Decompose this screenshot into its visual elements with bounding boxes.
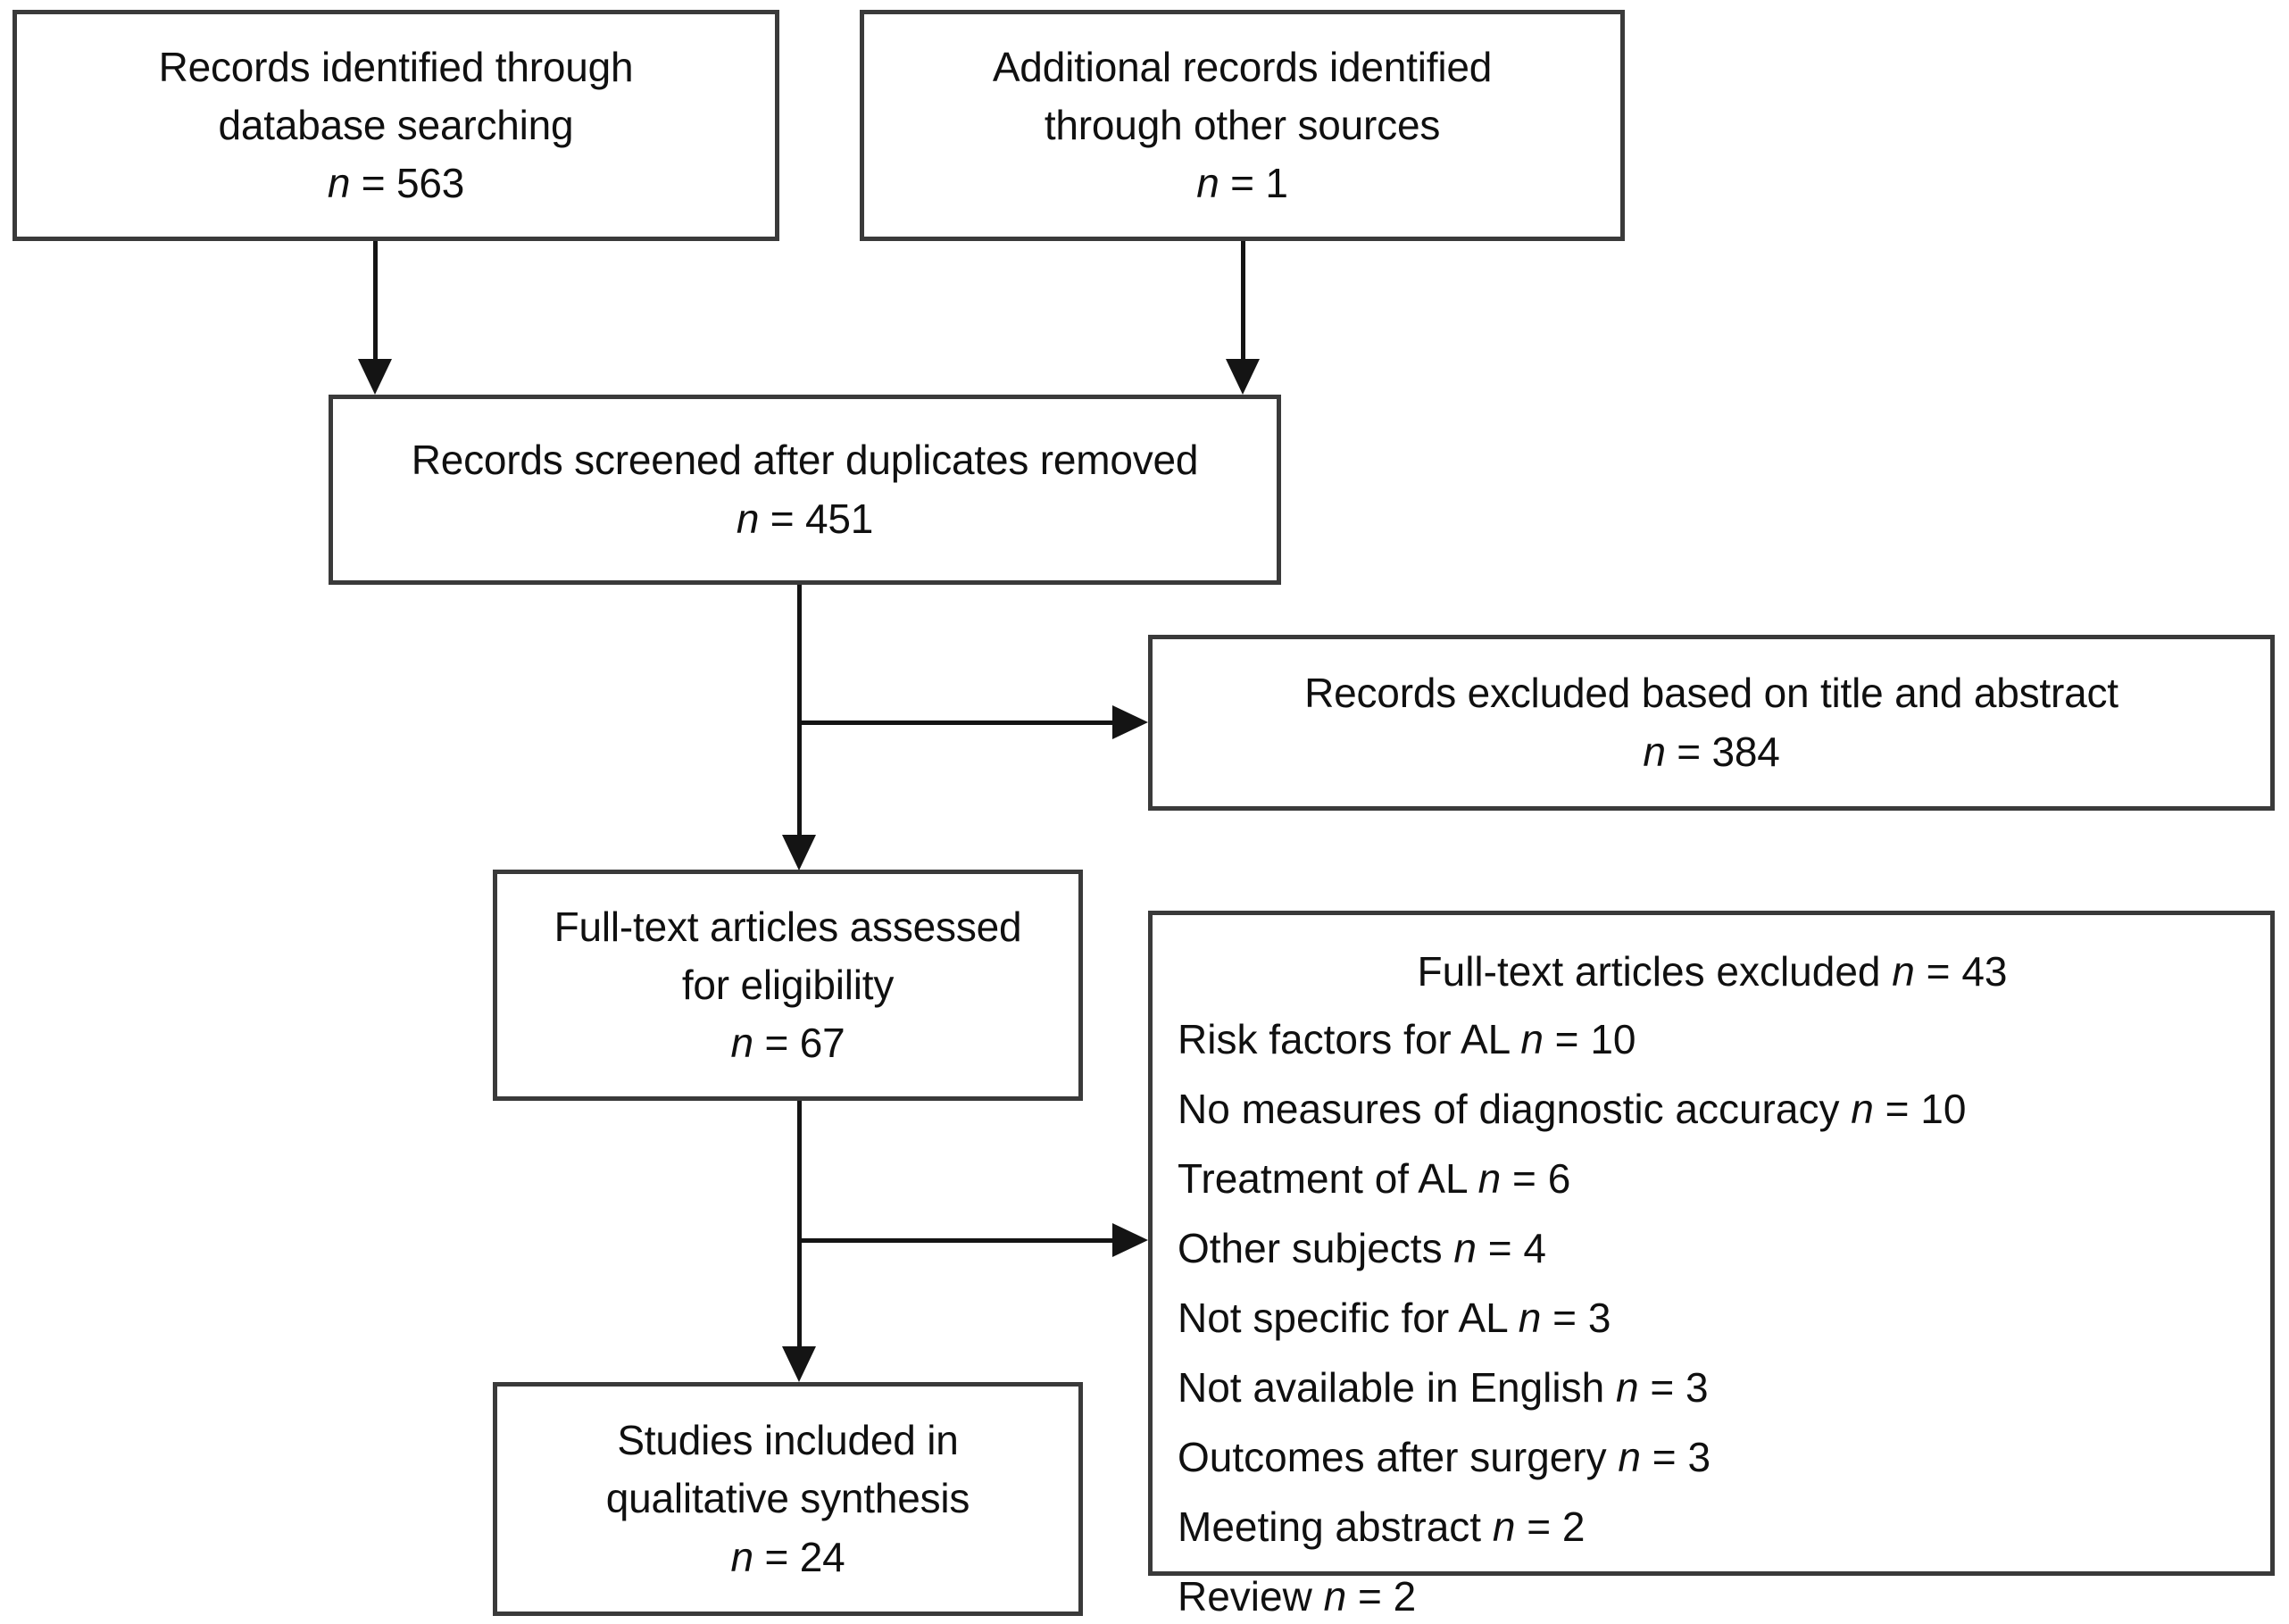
connector-fulltext-to-included-line: [797, 1101, 802, 1346]
box-count: n = 384: [1643, 728, 1780, 775]
box-line: for eligibility: [681, 961, 895, 1008]
connector-screened-to-excluded-line: [797, 720, 1112, 725]
connector-screened-to-fulltext-line: [797, 585, 802, 835]
exclusion-list-item: Not specific for AL n = 3: [1178, 1295, 1611, 1341]
box-studies-included: Studies included in qualitative synthesi…: [493, 1382, 1083, 1616]
exclusion-list-item: Outcomes after surgery n = 3: [1178, 1434, 1711, 1480]
connector-other-sources-to-screened-arrowhead: [1226, 359, 1260, 395]
connector-fulltext-to-excluded-list-arrowhead: [1112, 1223, 1148, 1257]
box-count: n = 451: [736, 495, 874, 542]
box-line: Additional records identified: [992, 43, 1493, 90]
box-line: Studies included in: [617, 1417, 959, 1464]
connector-screened-to-excluded-arrowhead: [1112, 705, 1148, 739]
connector-database-to-screened-arrowhead: [358, 359, 392, 395]
box-line: database searching: [218, 101, 574, 148]
exclusion-list-heading: Full-text articles excluded n = 43: [1417, 948, 2008, 995]
exclusion-list-item: No measures of diagnostic accuracy n = 1…: [1178, 1086, 1967, 1132]
exclusion-list-item: Risk factors for AL n = 10: [1178, 1016, 1636, 1062]
box-count: n = 1: [1196, 160, 1288, 207]
box-records-identified-other: Additional records identified through ot…: [860, 10, 1625, 241]
exclusion-list-item: Review n = 2: [1178, 1573, 1417, 1620]
connector-screened-to-fulltext-arrowhead: [782, 835, 816, 870]
box-count: n = 67: [730, 1020, 845, 1067]
exclusion-list-item: Treatment of AL n = 6: [1178, 1155, 1571, 1202]
box-records-excluded: Records excluded based on title and abst…: [1148, 635, 2275, 811]
box-count: n = 563: [327, 160, 465, 207]
connector-fulltext-to-included-arrowhead: [782, 1346, 816, 1382]
box-line: qualitative synthesis: [605, 1475, 970, 1522]
connector-database-to-screened-line: [373, 241, 378, 359]
box-line: Records excluded based on title and abst…: [1304, 670, 2118, 717]
connector-fulltext-to-excluded-list-line: [797, 1238, 1112, 1243]
box-fulltext-excluded-list: Full-text articles excluded n = 43 Risk …: [1148, 911, 2275, 1617]
box-records-screened: Records screened after duplicates remove…: [329, 395, 1281, 585]
box-line: Records identified through: [158, 43, 634, 90]
box-line: Full-text articles assessed: [554, 903, 1022, 950]
box-line: through other sources: [1044, 101, 1441, 148]
box-records-identified-database: Records identified through database sear…: [12, 10, 779, 241]
box-count: n = 24: [730, 1533, 845, 1580]
box-fulltext-assessed: Full-text articles assessed for eligibil…: [493, 870, 1083, 1101]
box-line: Records screened after duplicates remove…: [411, 437, 1199, 484]
connector-other-sources-to-screened-line: [1241, 241, 1245, 359]
exclusion-list-item: Not available in English n = 3: [1178, 1364, 1709, 1411]
exclusion-list-item: Other subjects n = 4: [1178, 1225, 1546, 1271]
exclusion-list-item: Meeting abstract n = 2: [1178, 1503, 1586, 1550]
